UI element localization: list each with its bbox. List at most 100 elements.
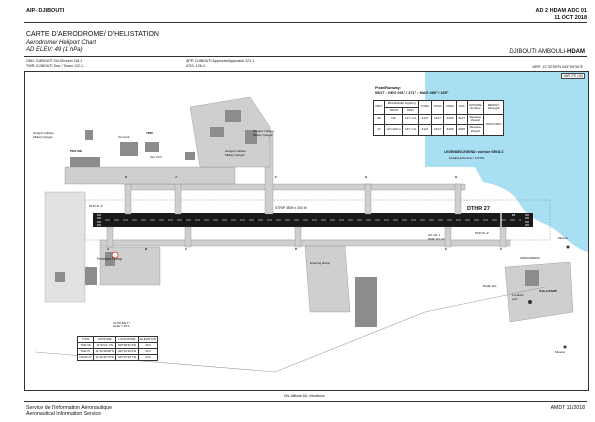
label-rwy-09: 09 [90,213,94,217]
runway-strip-label: STRIP 3509 x 300 M [275,206,307,210]
table-row: 09 NIL LIH / LIL 3147 3147 3325 3147 Rev… [372,113,505,136]
freq-app-atis: APP: DJIBOUTI Approche/Approach 121.1 AT… [186,59,255,68]
connector-e [444,226,452,248]
label-localiser: Localizer LLZ [512,293,525,301]
scale-note: ECHELLE/SCALE = 1/6 000 [449,156,485,160]
coord-table-caption: ALTITUDE TI ELEV = 49 ft [113,321,130,329]
magnetic-variation: VAR 2°E (18) [561,73,585,79]
taxiway-j: J [175,175,177,179]
airport-name: DJIBOUTI AMBOULI-HDAM [509,49,585,55]
header-date: 11 OCT 2018 [554,14,587,21]
label-mission-2: Mission [555,350,566,354]
legend-note: LEGENDE/LEGEND: voir/see GEN2.3 [444,150,504,154]
building-north-6 [85,130,93,140]
building-north-2 [210,127,224,137]
label-pkg-mil: PKG MIL [70,149,83,153]
footer-rule [24,401,587,402]
building-north-3 [225,110,241,122]
title-rule [24,56,587,57]
label-freedom-ramp: Freedom Ramp [97,257,122,261]
label-fuel: Aire CFV [150,155,163,159]
runway-table: RWY BALISAGE/ Lighting TORA TODA ASDA LD… [372,100,505,136]
building-entering-ramp [355,277,377,327]
runway-dimension-label: 3150 x 45 M [214,215,235,219]
military-apron-north [64,166,236,185]
col-tora: TORA [418,100,432,115]
mission-site-2 [563,345,567,349]
taxiway-k: K [125,175,128,179]
mission-site-1 [566,245,570,249]
taxiway-e: E [445,247,448,251]
threshold-27 [525,214,529,226]
label-papi-09: PAPI 3L 3° [89,204,104,208]
aerodrome-map [34,72,588,373]
building-south-2 [85,267,97,285]
runway-table-title: Piste/Runway: 09/27 : GEO 091° / 271° ; … [375,86,449,95]
label-hangar-2: Hangar militaire Military hangar [253,129,275,137]
taxiway-d: D [295,247,298,251]
taxiway-c: C [185,247,188,251]
header-right: AD 2 HDAM ADC 01 11 OCT 2018 [536,8,587,21]
col-rwy-light: RWY [402,106,420,115]
label-armourers: ARMOURERS [520,256,540,260]
label-papi-27: PAPI 3L 3° [475,231,490,235]
heli-pad [111,251,119,259]
connector-g [364,183,372,215]
building-north-5 [185,152,195,160]
arp-coordinates: ARP: 11°32'53"N 043°09'34"E [532,65,583,69]
header-rule [24,22,587,23]
building-south-3 [55,272,65,282]
taxiway-a: A [107,247,110,251]
gala-ramp-area [504,261,574,323]
taxiway-x: X [500,247,503,251]
ad-elevation: AD ELEV: 49 (1 hPa) [26,47,83,53]
connector-h [454,183,462,215]
header-code: AD 2 HDAM ADC 01 [535,8,587,14]
connector-j [174,183,182,215]
threshold-09 [97,214,101,226]
building-pkg-mil [70,157,100,167]
label-mission-1: Mission [558,236,569,240]
table-row: 27 LIH 420 m LIH / LIL 3147 3147 3329 29… [372,124,504,136]
perimeter-road [34,286,546,373]
taxiway-g: G [365,175,368,179]
military-area-ne [189,96,271,168]
col-lda: LDA [455,100,468,115]
connector-d [294,226,302,248]
footnote: DN: Altitude AD, elevations [284,394,325,398]
header-left: AIP- DJIBOUTI [26,8,65,14]
connector-c [184,226,192,248]
label-hangar-3: Hangar militaire Military hangar [225,149,247,157]
label-radar: Radar DG [483,284,497,288]
taxiway-b: B [145,247,148,251]
label-terminal: Terminal [118,135,130,139]
label-hangar-mil: Hangar militaire Military hangar [33,131,55,139]
west-apron [44,191,86,303]
building-terminal [120,142,138,156]
localiser-site [528,300,532,304]
col-balisage: BALISAGE/ Lighting [384,100,420,108]
col-rwy: RWY [372,100,386,115]
chart-title-en: Aerodrome/ Heliport Chart [26,40,97,46]
freq-gnd-twr: GND: DJIBOUTI Sol /Ground 118.1 TWR: DJI… [26,59,83,68]
chart-title-fr: CARTE D'AERODROME/ D'HELISTATION [26,31,159,38]
footer-amdt: AMDT 11/2018 [550,405,585,411]
label-entering-ramp: Entering Ramp [310,261,331,265]
label-twr: TWR [146,131,153,135]
building-north-4 [245,130,257,144]
col-aprch: APCH [384,106,404,115]
label-rwy-27: 27 [512,213,516,217]
building-gala [525,270,539,286]
dthr-label: DTHR 27 [467,206,490,212]
taxiway-h: H [455,175,458,179]
col-toda: TODA [430,100,445,115]
connector-k [124,183,132,215]
threshold-coord-table: TYPE LATITUDE LONGITUDE ELEVATION THR 09… [76,336,159,361]
col-asda: ASDA [443,100,457,115]
building-south-1 [105,252,115,266]
col-resist: RESIST.Strength [483,100,505,115]
taxiway-f: F [275,175,277,179]
